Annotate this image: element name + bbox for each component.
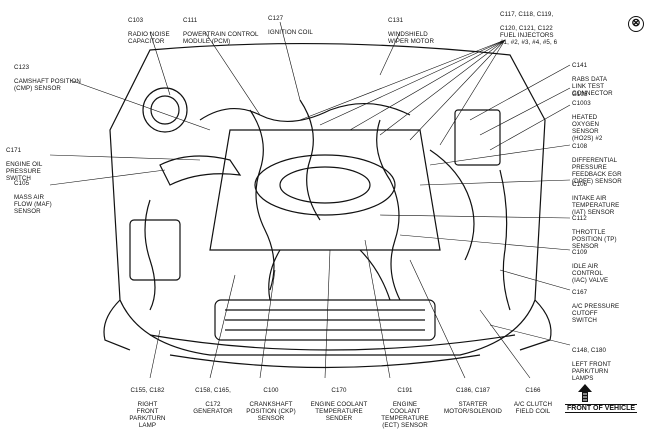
label-code: C170 — [331, 387, 347, 394]
label-code: C131 — [388, 17, 404, 24]
leader-lines — [49, 21, 571, 379]
label-text: RIGHT FRONT PARK/TURN LAMP — [129, 401, 166, 429]
label-c1003: C1003 HEATED OXYGEN SENSOR (HO2S) #2 — [572, 93, 602, 142]
label-c170: C170 ENGINE COOLANT TEMPERATURE SENDER — [305, 380, 373, 422]
label-text: IGNITION COIL — [268, 29, 313, 36]
label-code: C108 — [572, 143, 588, 150]
label-text: RABS DATA LINK TEST CONNECTOR — [572, 76, 613, 97]
label-text: HEATED OXYGEN SENSOR (HO2S) #2 — [572, 114, 603, 142]
label-c158: C158, C165, C172 GENERATOR — [188, 380, 238, 415]
label-c109: C109 IDLE AIR CONTROL (IAC) VALVE — [572, 242, 608, 284]
label-text: A/C CLUTCH FIELD COIL — [513, 401, 553, 415]
label-text: A/C PRESSURE CUTOFF SWITCH — [572, 303, 620, 324]
label-text: CAMSHAFT POSITION (CMP) SENSOR — [14, 78, 81, 92]
label-text: INTAKE AIR TEMPERATURE (IAT) SENSOR — [572, 195, 620, 216]
label-code: C112 — [572, 215, 587, 222]
label-c191: C191 ENGINE COOLANT TEMPERATURE (ECT) SE… — [374, 380, 436, 429]
label-c186: C186, C187 STARTER MOTOR/SOLENOID — [440, 380, 506, 415]
label-c117: C117, C118, C119, C120, C121, C122 FUEL … — [500, 4, 557, 46]
label-text: ENGINE COOLANT TEMPERATURE (ECT) SENSOR — [381, 401, 429, 429]
label-c103: C103 RADIO NOISE CAPACITOR — [128, 10, 170, 45]
label-c131: C131 WINDSHIELD WIPER MOTOR — [388, 10, 434, 45]
label-c148: C148, C180 LEFT FRONT PARK/TURN LAMPS — [572, 340, 611, 382]
label-c127: C127 IGNITION COIL — [268, 8, 313, 36]
label-code: C167 — [572, 289, 588, 296]
label-c171: C171 ENGINE OIL PRESSURE SWITCH — [6, 140, 42, 182]
label-code: C1003 — [572, 100, 591, 107]
label-text: ENGINE COOLANT TEMPERATURE SENDER — [310, 401, 368, 422]
label-text: ENGINE OIL PRESSURE SWITCH — [6, 161, 43, 182]
label-text: CRANKSHAFT POSITION (CKP) SENSOR — [246, 401, 296, 422]
label-c105: C105 MASS AIR FLOW (MAF) SENSOR — [14, 173, 52, 215]
label-code: C106 — [572, 181, 588, 188]
label-code: G103 — [572, 91, 588, 98]
label-code: C155, C182 — [130, 387, 165, 394]
label-c141: C141 RABS DATA LINK TEST CONNECTOR — [572, 55, 613, 97]
label-g103: G103 — [572, 84, 588, 105]
front-of-vehicle-label: FRONT OF VEHICLE — [565, 404, 638, 413]
vehicle-outline — [103, 42, 552, 369]
label-text: IDLE AIR CONTROL (IAC) VALVE — [572, 263, 609, 284]
label-code: C166 — [525, 387, 541, 394]
label-code: C191 — [397, 387, 413, 394]
label-code: C100 — [263, 387, 279, 394]
label-code: C148, C180 — [572, 347, 607, 354]
label-code: C111 — [183, 17, 198, 24]
label-code: C127 — [268, 15, 284, 22]
label-c155: C155, C182 RIGHT FRONT PARK/TURN LAMP — [120, 380, 175, 429]
label-text: WINDSHIELD WIPER MOTOR — [388, 31, 435, 45]
label-code: C186, C187 — [455, 387, 491, 394]
label-text: DIFFERENTIAL PRESSURE FEEDBACK EGR (DPFE… — [572, 157, 622, 185]
label-c100: C100 CRANKSHAFT POSITION (CKP) SENSOR — [240, 380, 302, 422]
label-c112: C112 THROTTLE POSITION (TP) SENSOR — [572, 208, 617, 250]
label-c166: C166 A/C CLUTCH FIELD COIL — [508, 380, 558, 415]
label-c108: C108 DIFFERENTIAL PRESSURE FEEDBACK EGR … — [572, 136, 622, 185]
label-code: C103 — [128, 17, 144, 24]
label-code: C117, C118, C119, — [500, 11, 554, 18]
label-text: C120, C121, C122 FUEL INJECTORS #1, #2, … — [500, 25, 558, 46]
close-icon[interactable]: ⊗ — [628, 16, 644, 32]
label-c111: C111 POWERTRAIN CONTROL MODULE (PCM) — [183, 10, 259, 45]
arrow-up-icon — [578, 384, 592, 402]
label-code: C141 — [572, 62, 588, 69]
label-text: STARTER MOTOR/SOLENOID — [443, 401, 502, 415]
label-text: C172 GENERATOR — [193, 401, 233, 415]
label-code: C109 — [572, 249, 588, 256]
label-code: C105 — [14, 180, 30, 187]
label-c167: C167 A/C PRESSURE CUTOFF SWITCH — [572, 282, 619, 324]
label-c106: C106 INTAKE AIR TEMPERATURE (IAT) SENSOR — [572, 174, 619, 216]
label-text: POWERTRAIN CONTROL MODULE (PCM) — [183, 31, 259, 45]
label-text: RADIO NOISE CAPACITOR — [128, 31, 170, 45]
label-code: C123 — [14, 64, 30, 71]
label-c123: C123 CAMSHAFT POSITION (CMP) SENSOR — [14, 57, 81, 92]
label-text: THROTTLE POSITION (TP) SENSOR — [572, 229, 617, 250]
label-code: C158, C165, — [195, 387, 231, 394]
label-text: MASS AIR FLOW (MAF) SENSOR — [14, 194, 52, 215]
label-text: LEFT FRONT PARK/TURN LAMPS — [572, 361, 612, 382]
label-code: C171 — [6, 147, 22, 154]
